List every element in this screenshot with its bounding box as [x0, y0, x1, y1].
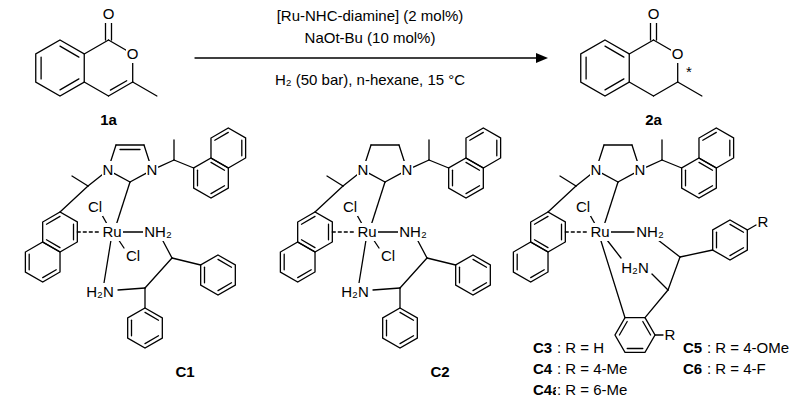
atom-label: O — [647, 5, 661, 22]
r-group-definition: : R = 4-OMe — [706, 339, 790, 356]
catalyst-c2-structure — [272, 123, 510, 348]
substituent-label: R — [664, 326, 677, 343]
atom-label: Ru — [589, 223, 610, 240]
compound-number: C2 — [429, 363, 450, 380]
r-group-definition: : R = 4-F — [706, 360, 767, 377]
compound-number: 2a — [644, 111, 663, 128]
atom-label: H₂N — [85, 283, 115, 300]
compound-number: C1 — [174, 363, 195, 380]
compound-number: 1a — [99, 111, 118, 128]
atom-label: Cl — [575, 198, 591, 215]
condition-text: NaOt-Bu (10 mol%) — [304, 29, 437, 46]
atom-label: N — [634, 161, 647, 178]
atom-label: N — [357, 161, 370, 178]
atom-label: Ru — [101, 223, 122, 240]
atom-label: Cl — [125, 247, 141, 264]
compound-number: C3 — [532, 339, 553, 356]
atom-label: Cl — [342, 198, 358, 215]
atom-label: H₂N — [620, 259, 650, 276]
atom-label: O — [671, 45, 685, 62]
condition-text: H₂ (50 bar), n-hexane, 15 °C — [274, 71, 466, 88]
atom-label: Ru — [356, 223, 377, 240]
r-group-definition: : R = H — [556, 339, 605, 356]
atom-label: O — [126, 45, 140, 62]
reaction-arrow — [195, 53, 548, 63]
compound-number: C6 — [682, 360, 703, 377]
product-structure — [581, 22, 702, 96]
atom-label: N — [590, 161, 603, 178]
atom-label: H₂N — [340, 283, 370, 300]
atom-label: N — [102, 161, 115, 178]
condition-text: [Ru-NHC-diamine] (2 mol%) — [276, 7, 465, 24]
atom-label: Cl — [380, 247, 396, 264]
atom-label: O — [102, 5, 116, 22]
atom-label: NH₂ — [398, 223, 428, 240]
atom-label: N — [401, 161, 414, 178]
atom-label: NH₂ — [635, 223, 665, 240]
compound-number: C4 — [532, 360, 553, 377]
substrate-structure — [36, 22, 157, 96]
atom-label: N — [146, 161, 159, 178]
atom-label: NH₂ — [143, 223, 173, 240]
r-group-definition: : R = 6-Me — [556, 381, 628, 398]
catalyst-c1-structure — [17, 123, 255, 348]
r-group-definition: : R = 4-Me — [556, 360, 628, 377]
stereo-mark: * — [685, 63, 693, 80]
substituent-label: R — [757, 213, 770, 230]
compound-number: C5 — [682, 339, 703, 356]
catalyst-c3-structure — [505, 123, 756, 361]
atom-label: Cl — [87, 198, 103, 215]
